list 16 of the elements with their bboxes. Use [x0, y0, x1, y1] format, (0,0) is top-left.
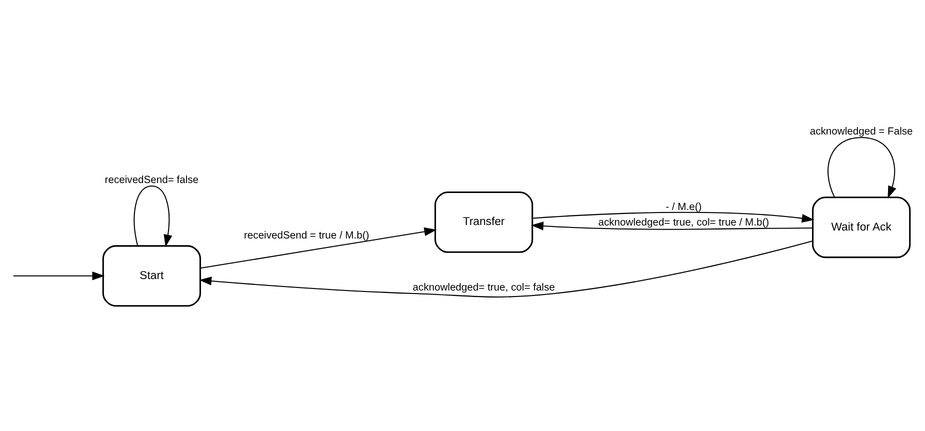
edge-label: receivedSend = true / M.b(): [244, 230, 370, 242]
edge-label: acknowledged= true, col= true / M.b(): [598, 216, 770, 228]
arrow: [199, 240, 813, 297]
arrow: [134, 185, 172, 247]
edge-label: acknowledged= true, col= false: [412, 282, 555, 293]
node-box: Wait for Ack: [812, 196, 911, 258]
node-box: Transfer: [434, 190, 534, 252]
node-box: Start: [102, 244, 202, 306]
edge-label: receivedSend= false: [104, 174, 199, 186]
arrow: [828, 136, 896, 198]
edge-label: acknowledged = False: [810, 126, 913, 137]
arrow: [531, 221, 813, 230]
arrow: [200, 226, 437, 268]
arrow: [532, 211, 814, 222]
edge-label: - / M.e(): [666, 201, 702, 212]
arrow: [13, 271, 105, 280]
